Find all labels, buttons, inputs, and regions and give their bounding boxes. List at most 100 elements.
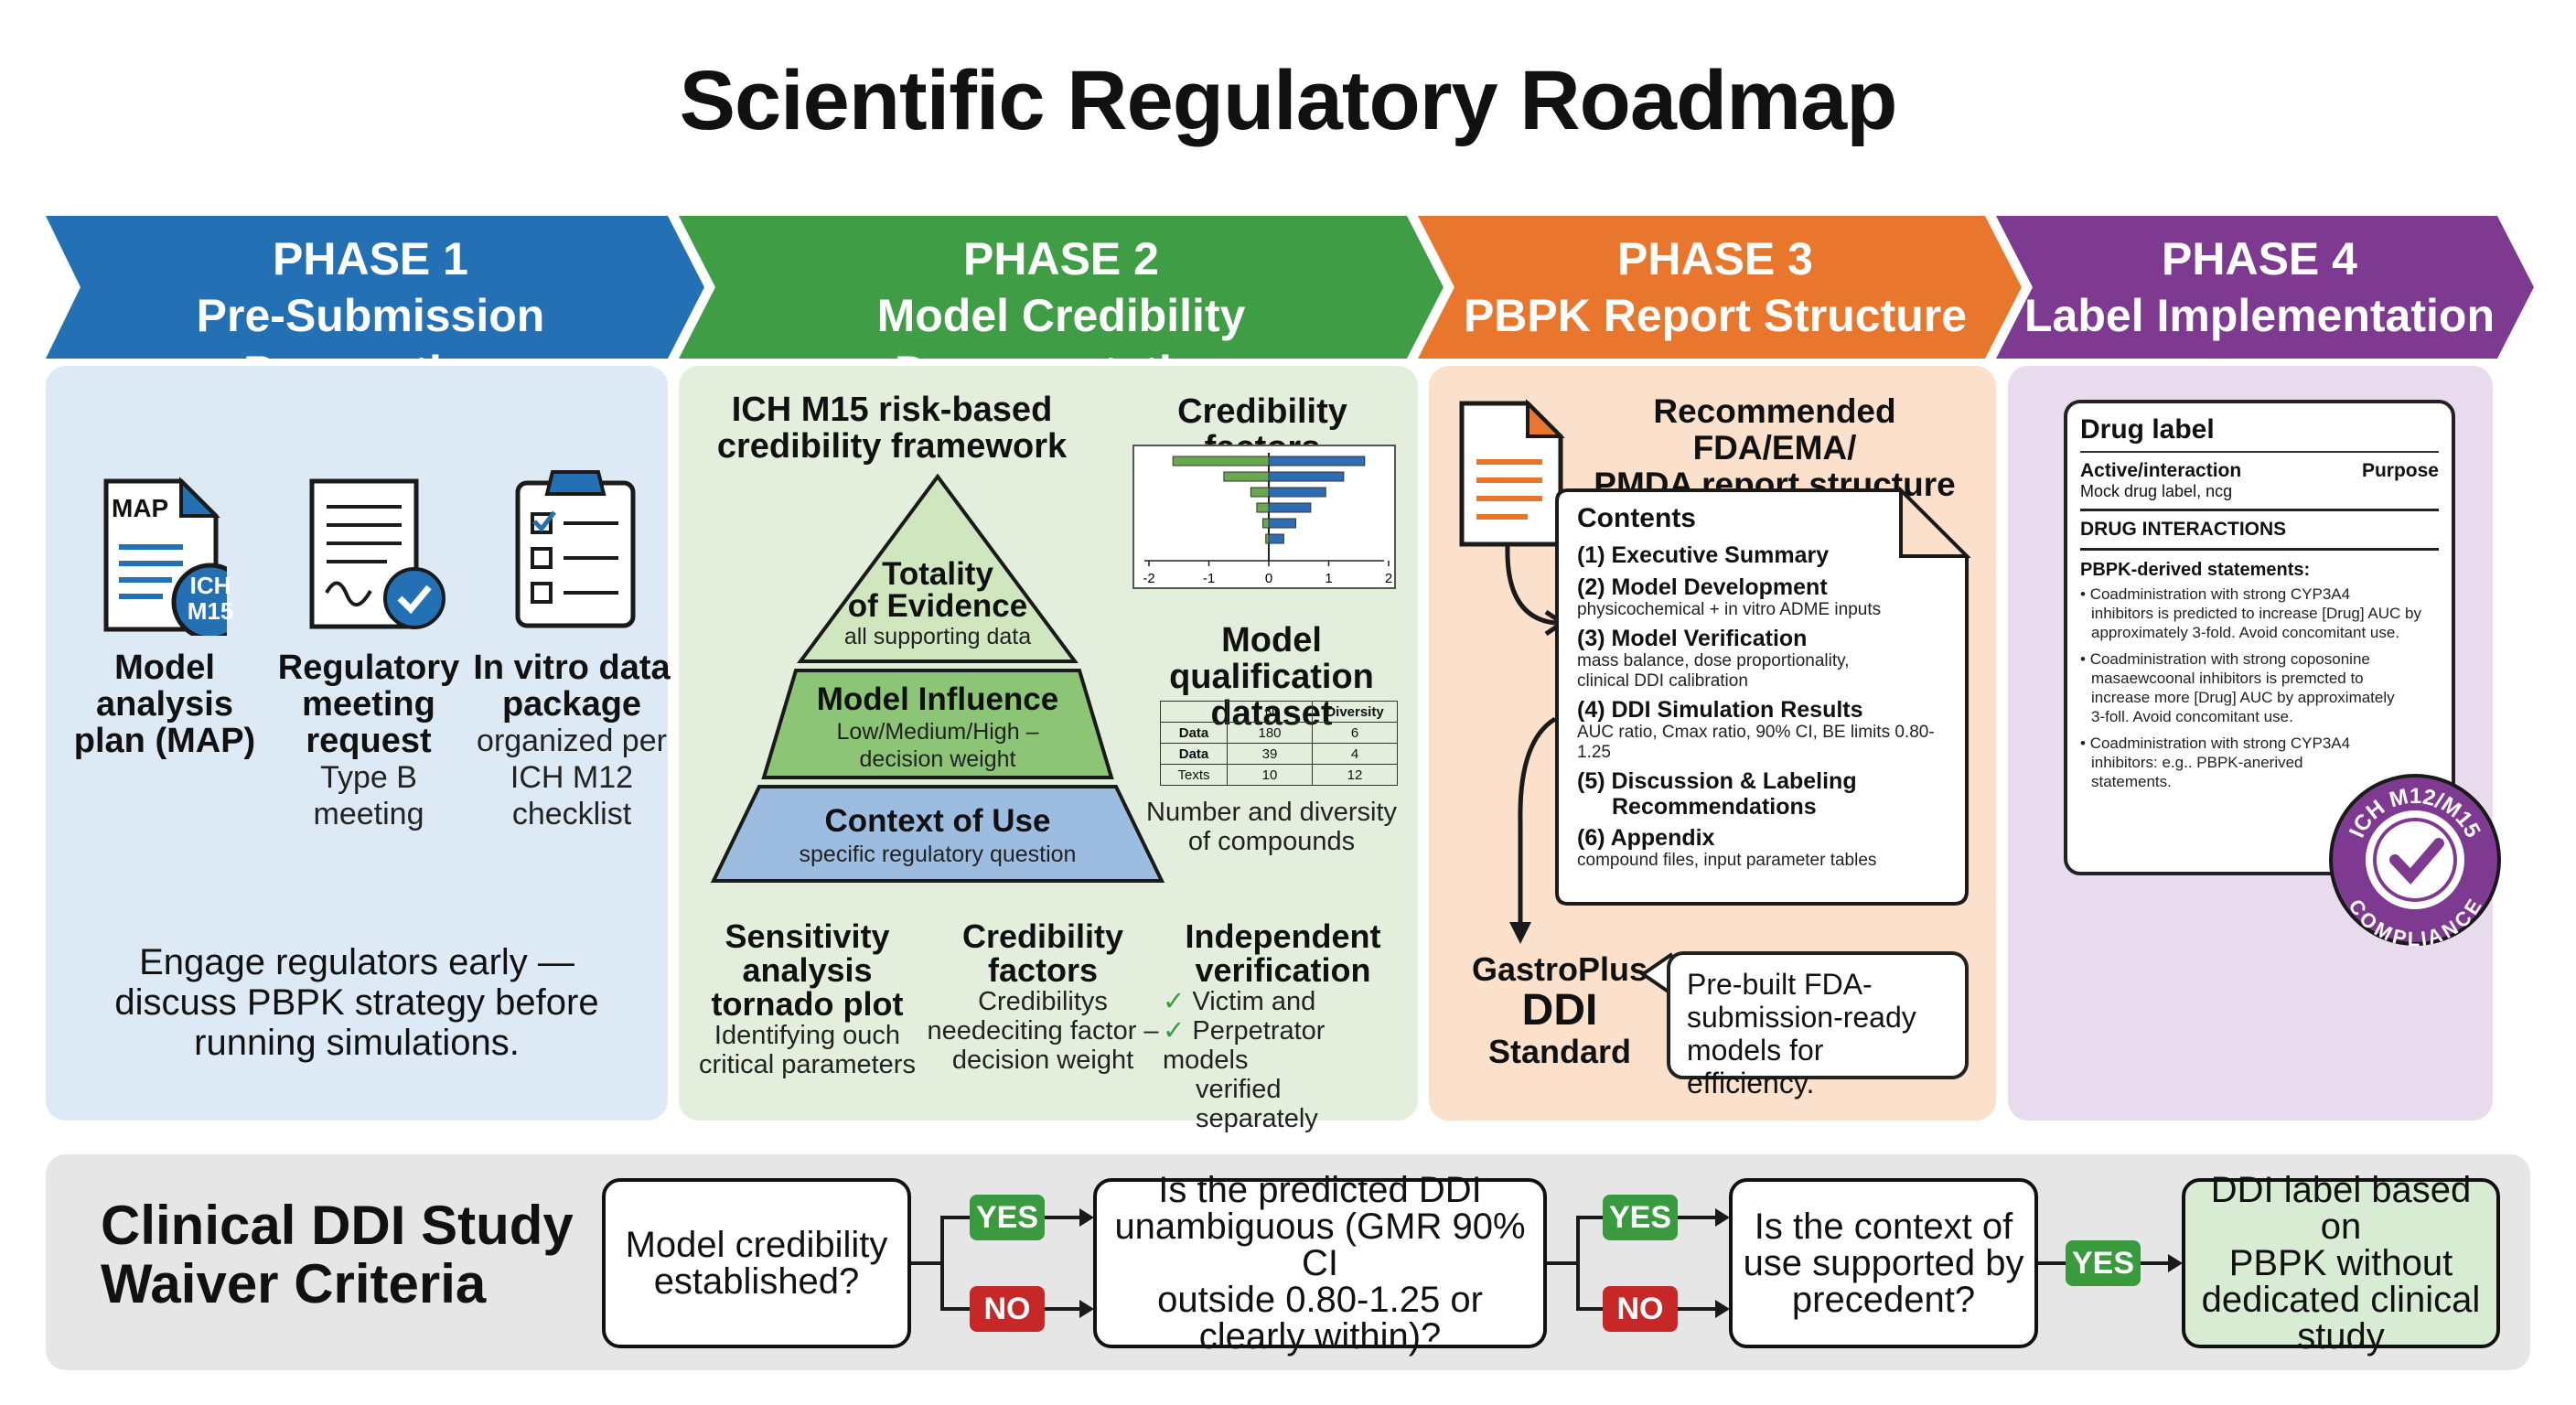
- invitro-sub-1: organized per: [477, 724, 667, 758]
- section-4: (4) DDI Simulation Results: [1577, 697, 1863, 723]
- phase4-name: Label Implementation: [2024, 290, 2495, 341]
- bullet-3-l1-text: Coadministration with strong CYP3A4: [2089, 735, 2351, 752]
- contents-card-frame: [1555, 487, 1970, 906]
- qual-header-cell: [1160, 701, 1228, 723]
- contents-title: Contents: [1577, 503, 1696, 533]
- section-6: (6) Appendix: [1577, 825, 1715, 851]
- bullet-2-l1-text: Coadministration with strong coposonine: [2089, 650, 2370, 668]
- callout-pointer: [1639, 952, 1674, 996]
- table-row: Texts 10 12: [1160, 764, 1398, 786]
- tornado-frame: [1132, 445, 1396, 589]
- drug-interactions-header: DRUG INTERACTIONS: [2080, 511, 2439, 551]
- qual-cell: Data: [1160, 743, 1228, 765]
- meeting-sub-2: meeting: [313, 797, 424, 831]
- qual-cell: 4: [1312, 743, 1398, 765]
- phase3-name: PBPK Report Structure: [1463, 290, 1968, 341]
- bullet-3: • Coadministration with strong CYP3A4 in…: [2080, 734, 2439, 791]
- clipboard-checklist-icon: [515, 470, 636, 628]
- final-line-4: study: [2297, 1316, 2385, 1357]
- phase2-sensitivity: Sensitivity analysis tornado plot Identi…: [691, 919, 924, 1079]
- section-3-sub-1: mass balance, dose proportionality,: [1577, 651, 1850, 670]
- bullet-1-l1: • Coadministration with strong CYP3A4: [2080, 585, 2351, 603]
- evidence-title-2: of Evidence: [847, 588, 1028, 624]
- qual-caption: Number and diversity of compounds: [1125, 798, 1418, 856]
- qual-cell: 12: [1312, 764, 1398, 786]
- pyramid-middle: [761, 669, 1114, 779]
- verif-title-2: verification: [1195, 951, 1371, 989]
- q1-line-1: Model credibility: [625, 1225, 888, 1265]
- bullet-1: • Coadministration with strong CYP3A4 in…: [2080, 585, 2439, 642]
- invitro-sub-2: ICH M12: [510, 760, 634, 795]
- section-6-sub: compound files, input parameter tables: [1577, 851, 1877, 870]
- verif-check-1-text: Victim and: [1192, 987, 1316, 1016]
- final-line-2: PBPK without: [2228, 1243, 2453, 1283]
- meeting-sub-1: Type B: [320, 760, 417, 795]
- verif-check-2: ✓ Perpetrator models: [1157, 1016, 1409, 1075]
- cf-title-1: Credibility: [961, 917, 1124, 955]
- qual-cell: 6: [1312, 722, 1398, 744]
- cf-sub-2: needeciting factor –: [927, 1016, 1159, 1046]
- phase1-chevron: [46, 216, 704, 359]
- qual-header-cell: N: [1227, 701, 1313, 723]
- tornado-bar: [1223, 471, 1270, 482]
- meeting-title-3: request: [306, 722, 432, 760]
- section-4-sub: AUC ratio, Cmax ratio, 90% CI, BE limits…: [1577, 723, 1935, 762]
- pyramid-top: [797, 473, 1079, 663]
- q3-line-2: use supported by: [1743, 1243, 2024, 1283]
- tornado-bar: [1268, 456, 1366, 467]
- tornado-bar: [1268, 533, 1284, 544]
- tornado-tick-label: 0: [1265, 571, 1272, 586]
- waiver-flow-connectors: [911, 1208, 2183, 1318]
- q3-line-3: precedent?: [1791, 1280, 1976, 1320]
- meeting-title-2: meeting: [302, 685, 435, 724]
- pyramid-tier-context: Context of Use specific regulatory quest…: [773, 803, 1102, 869]
- q2-line-2: unambiguous (GMR 90% CI: [1114, 1207, 1526, 1283]
- qual-caption-2: of compounds: [1187, 827, 1356, 856]
- tornado-bar: [1268, 502, 1312, 513]
- pyramid-base: [710, 785, 1165, 883]
- invitro-title-2: package: [501, 685, 642, 724]
- gastro-line-3: Standard: [1487, 1033, 1632, 1070]
- no-tag-1: NO: [970, 1286, 1045, 1332]
- bullet-1-l3: approximately 3-fold. Avoid concomitant …: [2091, 624, 2400, 641]
- phase1-note-1: Engage regulators early —: [139, 942, 574, 982]
- final-line-3: dedicated clinical: [2201, 1280, 2481, 1320]
- ich-badge-line2: M15: [187, 597, 234, 625]
- qual-header-cell: Diversity: [1312, 701, 1398, 723]
- verif-title-1: Independent: [1185, 917, 1381, 955]
- invitro-sub-3: checklist: [511, 797, 632, 831]
- waiver-title-2: Waiver Criteria: [101, 1253, 487, 1314]
- phase3-number: PHASE 3: [1617, 233, 1813, 284]
- phase1-number: PHASE 1: [273, 233, 468, 284]
- decision-ddi-unambiguous: Is the predicted DDI unambiguous (GMR 90…: [1093, 1172, 1547, 1355]
- framework-title: ICH M15 risk-based credibility framework: [709, 391, 1075, 465]
- qual-cell: 39: [1227, 743, 1313, 765]
- q2-line-1: Is the predicted DDI: [1158, 1170, 1482, 1210]
- qual-cell: 10: [1227, 764, 1313, 786]
- qual-cell: Texts: [1160, 764, 1228, 786]
- drug-label-columns: Active/interaction Purpose: [2080, 460, 2439, 482]
- phase2-chevron: [679, 216, 1444, 359]
- document-icon: [103, 477, 227, 636]
- page-title: Scientific Regulatory Roadmap: [679, 54, 1898, 147]
- evidence-sub: all supporting data: [843, 624, 1032, 649]
- tornado-bar: [1172, 456, 1270, 467]
- callout-box: Pre-built FDA- submission-ready models f…: [1667, 951, 1969, 1099]
- qual-cell: Data: [1160, 722, 1228, 744]
- tornado-tick-label: -1: [1203, 571, 1215, 586]
- waiver-title: Clinical DDI Study Waiver Criteria: [101, 1196, 576, 1314]
- cf-sub-1: Credibilitys: [978, 987, 1108, 1016]
- pbpk-statements-title: PBPK-derived statements:: [2080, 560, 2311, 580]
- invitro-title-1: In vitro data: [473, 649, 671, 687]
- tornado-bar: [1261, 518, 1270, 529]
- bullet-3-l2: inhibitors: e.g.. PBPK-anerived: [2091, 754, 2303, 771]
- phase-banner-chevrons: [46, 216, 2534, 359]
- qual-table-wrap: N Diversity Data 180 6 Data 39 4 Texts 1…: [1160, 701, 1398, 786]
- map-title-2: analysis: [96, 685, 233, 724]
- section-5: (5) Discussion & Labeling: [1577, 768, 1857, 794]
- tornado-tick-label: -2: [1143, 571, 1154, 586]
- ich-m15-badge: ICH M15: [179, 573, 242, 624]
- callout-line-2: submission-ready: [1687, 1001, 1916, 1034]
- phase1-note: Engage regulators early — discuss PBPK s…: [64, 942, 649, 1063]
